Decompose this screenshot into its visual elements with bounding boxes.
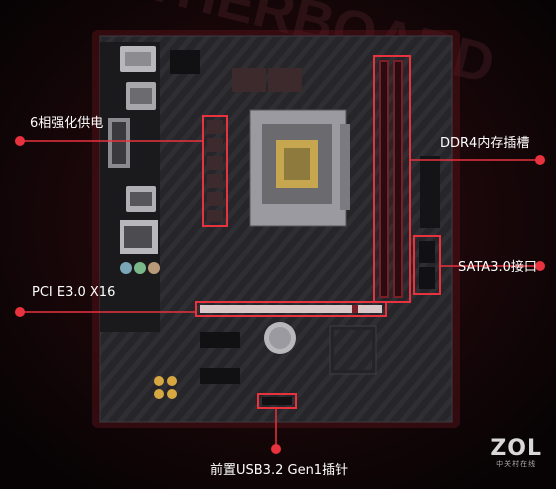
usb-dot-icon bbox=[271, 444, 281, 454]
pcie-dot-icon bbox=[15, 307, 25, 317]
callout-dots bbox=[15, 136, 545, 454]
pcie-x16-slot bbox=[195, 301, 387, 317]
sata-ports bbox=[413, 235, 441, 295]
callout-sata: SATA3.0接口 bbox=[458, 260, 537, 275]
rear-io-panel bbox=[100, 42, 160, 332]
ddr4-memory-slots bbox=[373, 55, 411, 303]
callout-lines bbox=[20, 140, 540, 449]
motherboard bbox=[99, 35, 453, 423]
callout-usb: 前置USB3.2 Gen1插针 bbox=[210, 463, 349, 478]
power-phase-dot-icon bbox=[15, 136, 25, 146]
front-usb-header bbox=[257, 393, 297, 409]
front-panel-led-header bbox=[154, 376, 177, 399]
watermark-logo: ZOL bbox=[490, 436, 542, 461]
sata-dot-icon bbox=[535, 261, 545, 271]
watermark: ZOL 中关村在线 bbox=[490, 438, 542, 469]
ddr4-dot-icon bbox=[535, 155, 545, 165]
callout-ddr4: DDR4内存插槽 bbox=[440, 136, 530, 151]
power-phase-chokes bbox=[202, 115, 228, 227]
callout-power-phases: 6相强化供电 bbox=[30, 116, 104, 131]
cpu-socket bbox=[249, 109, 350, 227]
watermark-subtitle: 中关村在线 bbox=[496, 460, 537, 468]
callout-pcie: PCI E3.0 X16 bbox=[32, 285, 116, 300]
